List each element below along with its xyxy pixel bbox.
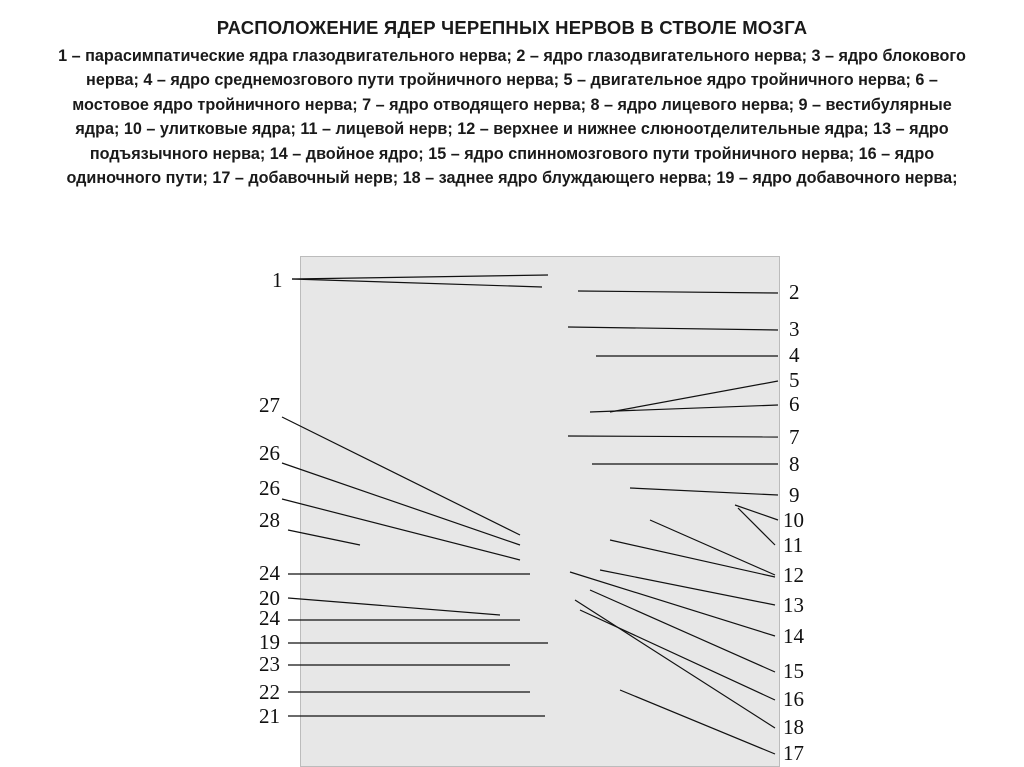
figure-label-26b: 26 [259,476,280,500]
figure-label-14: 14 [783,624,805,648]
leader-lines-right [567,290,779,755]
figure-label-13: 13 [783,593,804,617]
figure-label-18: 18 [783,715,804,739]
figure-label-5: 5 [789,368,800,392]
figure-label-16: 16 [783,687,804,711]
figure-label-17: 17 [783,741,804,765]
figure-label-1: 1 [272,268,283,292]
figure-label-22: 22 [259,680,280,704]
figure-label-2: 2 [789,280,800,304]
figure-label-12: 12 [783,563,804,587]
figure-label-23: 23 [259,652,280,676]
legend-caption: 1 – парасимпатические ядра глазодвигател… [58,47,966,188]
figure-label-24b: 24 [259,606,281,630]
figure-label-11: 11 [783,533,803,557]
figure-label-24: 24 [259,561,281,585]
figure-label-9: 9 [789,483,800,507]
figure-label-15: 15 [783,659,804,683]
figure-label-6: 6 [789,392,800,416]
figure-label-19: 19 [259,630,280,654]
slide-title: РАСПОЛОЖЕНИЕ ЯДЕР ЧЕРЕПНЫХ НЕРВОВ В СТВО… [216,17,808,38]
figure-label-4: 4 [789,343,800,367]
figure-label-20: 20 [259,586,280,610]
figure-label-3: 3 [789,317,800,341]
figure-label-21: 21 [259,704,280,728]
leader-lines-left [281,274,549,717]
figure-label-28: 28 [259,508,280,532]
figure-label-10: 10 [783,508,804,532]
figure-label-8: 8 [789,452,800,476]
figure-label-26: 26 [259,441,280,465]
figure-placeholder [300,256,780,767]
figure-label-27: 27 [259,393,280,417]
figure-label-7: 7 [789,425,800,449]
